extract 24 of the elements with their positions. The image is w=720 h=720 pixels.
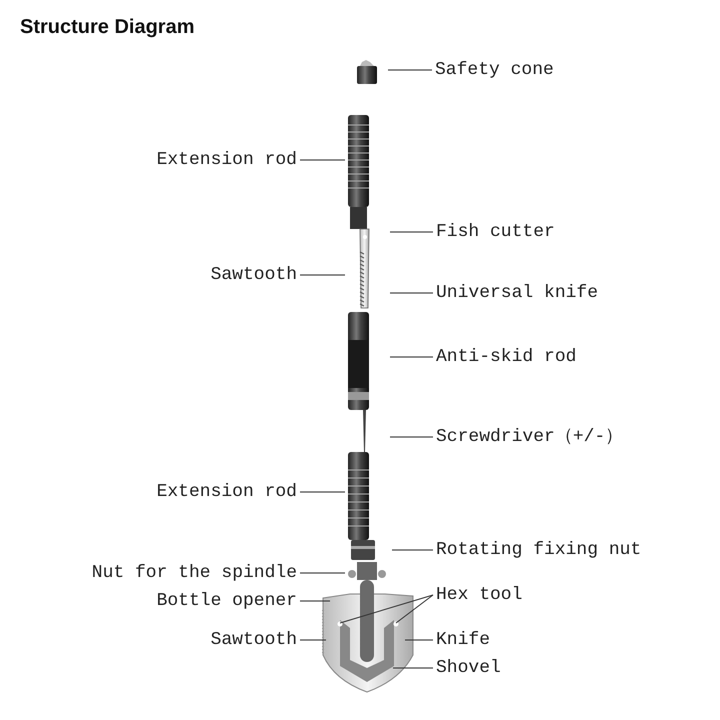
leader-line [300, 572, 346, 574]
leader-line [300, 600, 330, 602]
part-label: Fish cutter [436, 221, 555, 243]
leader-line [390, 436, 434, 438]
part-label: Anti-skid rod [436, 346, 576, 368]
diagram-title: Structure Diagram [20, 16, 194, 39]
leader-line [390, 292, 434, 294]
part-label: Extension rod [156, 481, 297, 503]
part-label: Sawtooth [210, 629, 297, 651]
leader-line [300, 274, 346, 276]
leader-line [390, 356, 434, 358]
part-label: Universal knife [436, 282, 598, 304]
part-label: Shovel [436, 657, 501, 679]
part-label: Extension rod [156, 149, 297, 171]
part-label: Screwdriver（+/-） [436, 426, 624, 448]
leader-line [340, 594, 434, 624]
part-label: Safety cone [435, 59, 554, 81]
part-label: Knife [436, 629, 490, 651]
leader-line [396, 594, 434, 624]
part-label: Hex tool [436, 584, 522, 606]
part-label: Nut for the spindle [92, 562, 297, 584]
part-label: Bottle opener [156, 590, 297, 612]
part-label: Sawtooth [210, 264, 297, 286]
part-label: Rotating fixing nut [436, 539, 642, 561]
